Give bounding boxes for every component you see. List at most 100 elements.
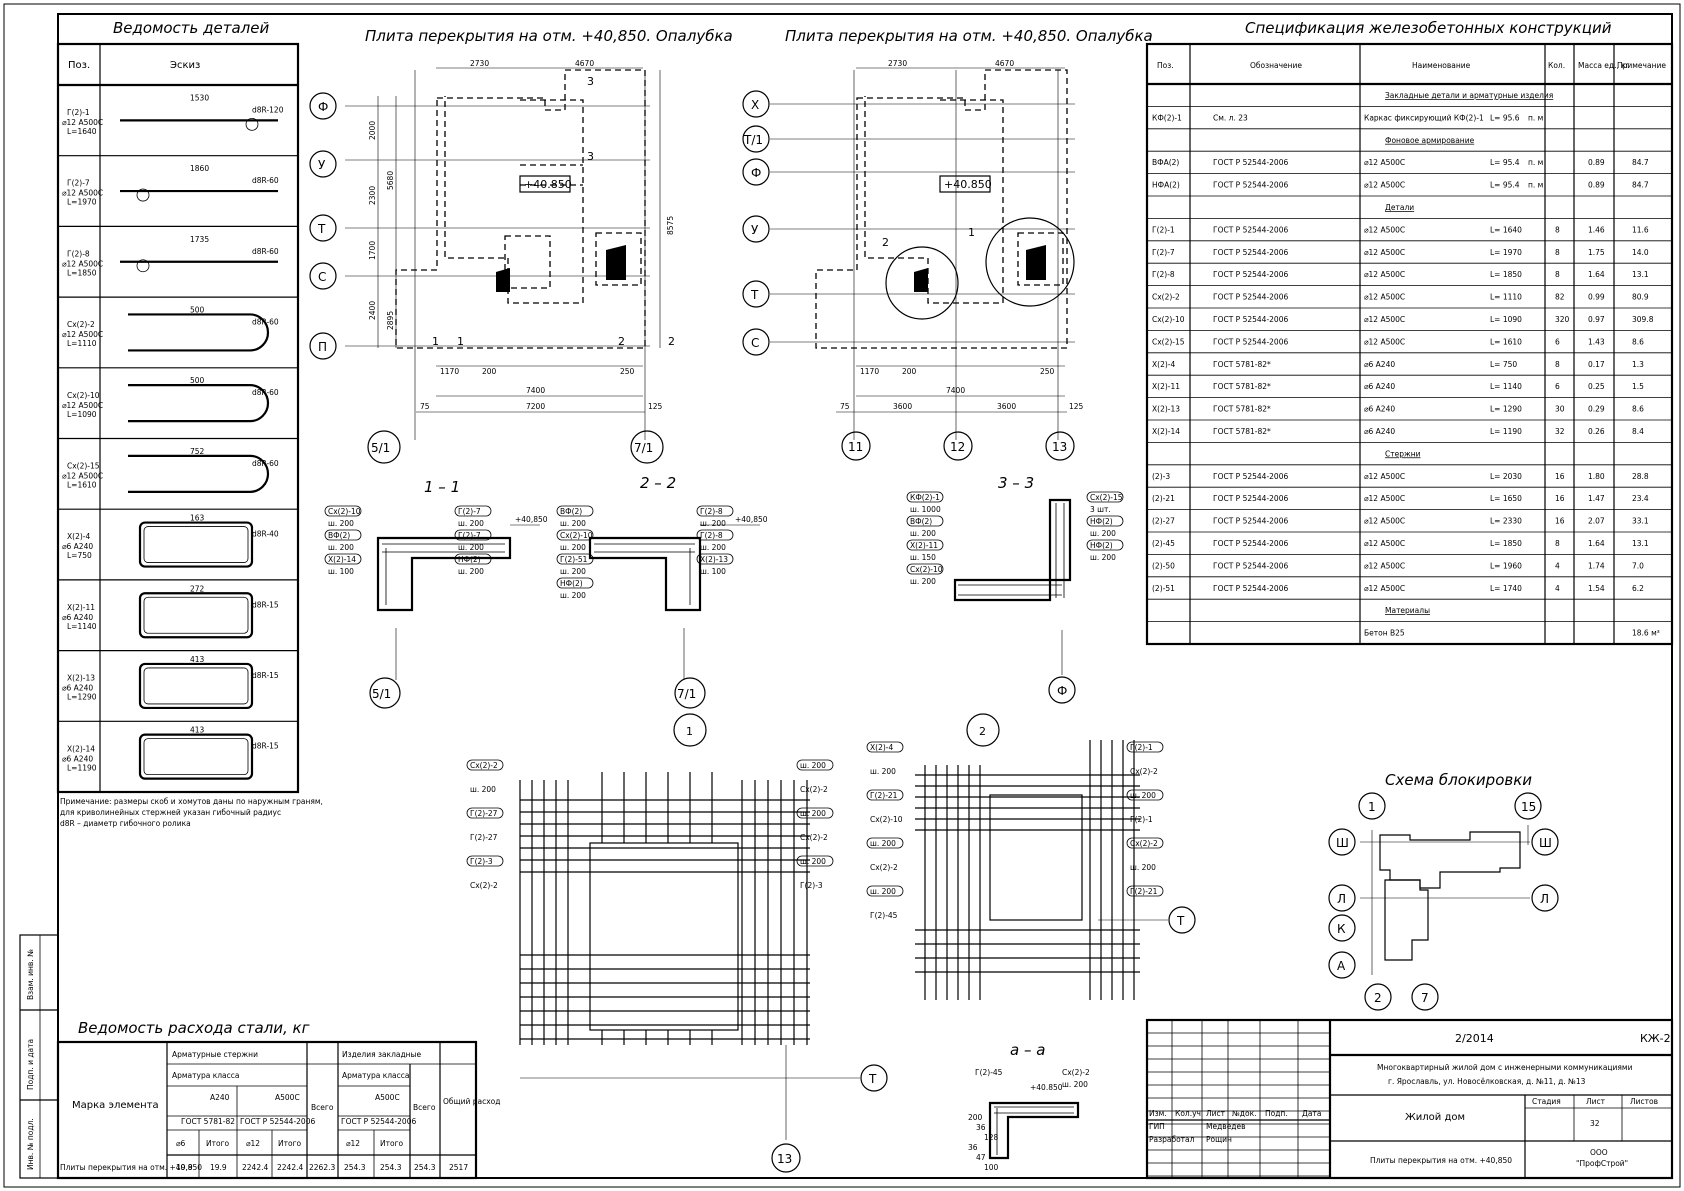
- spec-cell-ref: См. л. 23: [1213, 113, 1248, 122]
- node2-label: Г(2)-1: [1130, 743, 1153, 752]
- spec-cell-name: ⌀12 А500С: [1364, 517, 1405, 526]
- details-row-dim: 163: [190, 514, 205, 523]
- spec-cell-pos: Х(2)-13: [1152, 405, 1180, 414]
- details-row-pos: Г(2)-1: [67, 108, 90, 117]
- plan1-cut-6: 2: [668, 335, 675, 348]
- block-axis-sh1: Ш: [1336, 836, 1349, 850]
- node2-label: Г(2)-21: [870, 791, 898, 800]
- sec22-label: Сх(2)-10: [560, 531, 593, 540]
- spec-header: Поз.: [1157, 61, 1174, 70]
- details-sketch-bend: [245, 117, 259, 131]
- node2-label: Сх(2)-2: [1130, 839, 1158, 848]
- spec-cell-name: ⌀6 А240: [1364, 405, 1395, 414]
- spec-cell-mass: 0.29: [1588, 405, 1605, 414]
- spec-cell-len: L= 2030: [1490, 472, 1522, 481]
- spec-cell-qty: 8: [1555, 360, 1560, 369]
- spec-cell-note: 14.0: [1632, 248, 1649, 257]
- details-row-note: d8R-60: [252, 388, 279, 397]
- spec-group-title: Закладные детали и арматурные изделия: [1385, 91, 1553, 100]
- sec11-label: ВФ(2): [328, 531, 350, 540]
- block-axis-sh2: Ш: [1539, 836, 1552, 850]
- details-row-dim: 1735: [190, 235, 209, 244]
- spec-cell-mass: 0.25: [1588, 382, 1605, 391]
- plan2-axis-13: 13: [1052, 440, 1067, 454]
- aa-dim: 47: [976, 1153, 986, 1162]
- details-sketch-stirrup: [138, 521, 254, 568]
- steel-col-mark: Марка элемента: [72, 1100, 159, 1111]
- aa-dim: 128: [984, 1133, 999, 1142]
- spec-cell-pos: КФ(2)-1: [1152, 113, 1182, 122]
- spec-cell-ref: ГОСТ 5781-82*: [1213, 382, 1271, 391]
- spec-cell-note: 1.5: [1632, 382, 1644, 391]
- steel-h-d6: ⌀6: [176, 1139, 186, 1148]
- node1-label: Г(2)-3: [470, 857, 493, 866]
- details-sketch-stirrup-inner: [143, 738, 249, 776]
- plan2-dim-bottom-4: 1170: [860, 367, 879, 376]
- spec-cell-mass: 0.26: [1588, 427, 1605, 436]
- spec-cell-len: L= 1960: [1490, 561, 1522, 570]
- node1-label: Сх(2)-2: [800, 833, 828, 842]
- details-row-note: d8R-15: [252, 742, 279, 751]
- spec-cell-name: ⌀12 А500С: [1364, 315, 1405, 324]
- plan1-dim-bottom-1: 7400: [526, 386, 545, 395]
- node1-label: Сх(2)-2: [800, 785, 828, 794]
- sec11-label: ш. 200: [328, 543, 354, 552]
- block-axis-a: А: [1337, 959, 1346, 973]
- steel-h-overall: Общий расход: [443, 1097, 500, 1106]
- steel-g-a240: ГОСТ 5781-82: [181, 1117, 235, 1126]
- spec-cell-ref: ГОСТ Р 52544-2006: [1213, 225, 1288, 234]
- spec-cell-pos: Х(2)-14: [1152, 427, 1180, 436]
- spec-cell-note: 6.2: [1632, 584, 1644, 593]
- aa-label: Сх(2)-2: [1062, 1068, 1090, 1077]
- plan1-dim-right: 8575: [666, 216, 675, 235]
- node2-axis-t: Т: [1176, 914, 1185, 928]
- sec11-tag: [454, 505, 492, 517]
- sec11-label: ш. 200: [458, 567, 484, 576]
- spec-group-title: Фоновое армирование: [1385, 136, 1475, 145]
- steel-row-v3: 2242.4: [242, 1163, 268, 1172]
- details-note-2: для криволинейных стержней указан гибочн…: [60, 808, 281, 817]
- spec-cell-name: ⌀12 А500С: [1364, 248, 1405, 257]
- sec11-label: ш. 100: [328, 567, 354, 576]
- plan1-cut-1: 3: [587, 75, 594, 88]
- sec22-label: ш. 200: [560, 567, 586, 576]
- node1-label: Сх(2)-2: [470, 761, 498, 770]
- node2-tag: [1126, 741, 1164, 753]
- details-sketch-stirrup: [138, 592, 254, 639]
- plan1-dim-top-1: 2730: [470, 59, 489, 68]
- plan2-dim-top-2: 4670: [995, 59, 1014, 68]
- details-row-pos: Х(2)-13: [67, 674, 95, 683]
- spec-cell-pos: Сх(2)-10: [1152, 315, 1185, 324]
- node1-label: Г(2)-3: [800, 881, 823, 890]
- spec-cell-len: L= 1650: [1490, 494, 1522, 503]
- details-row-note: d8R-15: [252, 671, 279, 680]
- side-stamp-3: Инв. № подл.: [26, 1118, 35, 1170]
- spec-cell-mass: 1.75: [1588, 248, 1605, 257]
- details-note-1: Примечание: размеры скоб и хомутов даны …: [60, 797, 323, 806]
- steel-g-a500: ГОСТ Р 52544-2006: [240, 1117, 315, 1126]
- spec-table: Спецификация железобетонных конструкций …: [1145, 19, 1674, 646]
- plan1-dim-bottom-6: 75: [420, 402, 430, 411]
- sec22-label: Г(2)-51: [560, 555, 588, 564]
- spec-cell-name: ⌀6 А240: [1364, 360, 1395, 369]
- sec33-tag: [906, 491, 944, 503]
- block-axis-7: 7: [1421, 991, 1429, 1005]
- details-row-len: L=1610: [67, 481, 97, 490]
- block-scheme: Схема блокировки 1 15 Ш Ш Л Л К А 2 7: [1328, 771, 1559, 1011]
- details-row-note: d8R-60: [252, 176, 279, 185]
- details-row-steel: ⌀12 А500С: [62, 330, 103, 339]
- sec22-label: ш. 200: [560, 543, 586, 552]
- spec-cell-note: 8.6: [1632, 337, 1644, 346]
- node1-tag: [796, 759, 834, 771]
- node1-label: Г(2)-27: [470, 809, 498, 818]
- spec-cell-qty: 30: [1555, 405, 1565, 414]
- spec-cell-len: L= 1290: [1490, 405, 1522, 414]
- title-block-grid: [1147, 1020, 1330, 1178]
- sec11-label: ш. 200: [328, 519, 354, 528]
- node2-tag: [1126, 789, 1164, 801]
- plan2-axis-f: Ф: [751, 166, 761, 180]
- spec-cell-note: 7.0: [1632, 561, 1644, 570]
- details-row-note: d8R-40: [252, 530, 279, 539]
- sec33-label: 3 шт.: [1090, 505, 1111, 514]
- details-row-steel: ⌀12 А500С: [62, 472, 103, 481]
